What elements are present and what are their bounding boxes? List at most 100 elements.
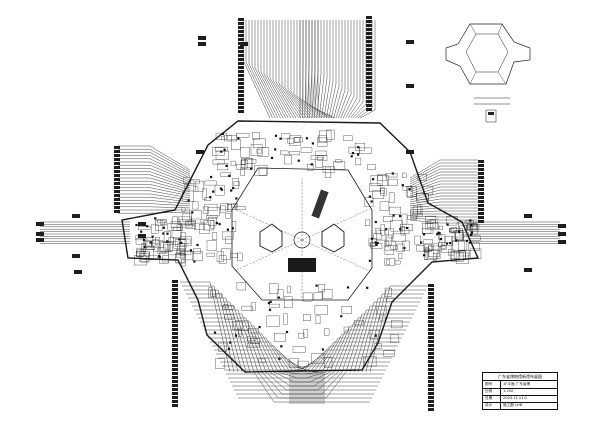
row-value: 1:200	[503, 389, 514, 393]
room-outline	[208, 217, 217, 226]
fixture-block	[215, 221, 218, 225]
annotation-tag	[478, 200, 484, 203]
leader-line	[196, 313, 263, 373]
leader-line	[118, 190, 191, 199]
fixture-block	[223, 148, 226, 151]
leader-line	[297, 357, 392, 373]
annotation-tag	[428, 400, 434, 403]
room-outline	[427, 220, 436, 228]
room-outline	[457, 250, 466, 260]
room-outline	[321, 289, 333, 299]
room-outline	[410, 209, 418, 218]
room-outline	[183, 176, 191, 185]
leader-line	[289, 365, 388, 373]
room-outline	[212, 159, 225, 165]
leader-line	[272, 20, 297, 119]
annotation-tag	[72, 254, 80, 258]
leader-line	[234, 371, 339, 391]
annotation-tag	[114, 166, 120, 169]
room-outline	[203, 220, 214, 231]
location-key-plan	[445, 23, 531, 85]
annotation-tag	[478, 168, 484, 171]
room-outline	[319, 130, 332, 142]
leader-line	[340, 20, 352, 119]
fixture-block	[408, 188, 411, 191]
room-outline	[230, 160, 236, 166]
room-outline	[369, 330, 380, 340]
fixture-block	[376, 241, 379, 245]
annotation-tag	[478, 160, 484, 163]
leader-line	[118, 152, 191, 175]
room-outline	[341, 306, 352, 314]
room-outline	[376, 230, 387, 241]
annotation-tag	[172, 304, 178, 307]
annotation-tag	[366, 100, 372, 103]
fixture-block	[279, 137, 282, 140]
annotation-tag	[238, 46, 244, 49]
annotation-tag	[428, 348, 434, 351]
leader-line	[409, 192, 478, 201]
leader-line	[409, 201, 478, 207]
room-outline	[387, 178, 398, 186]
room-outline	[394, 260, 401, 265]
annotation-tag	[366, 24, 372, 27]
annotation-tag	[478, 216, 484, 219]
fixture-block	[278, 357, 281, 360]
room-outline	[423, 185, 434, 195]
annotation-tag	[366, 56, 372, 59]
room-outline	[134, 255, 147, 266]
room-outline	[433, 253, 437, 261]
room-outline	[292, 346, 306, 353]
annotation-tag	[478, 192, 484, 195]
fixture-block	[305, 137, 308, 140]
room-outline	[379, 201, 390, 211]
leader-line	[409, 174, 478, 189]
leader-line	[118, 203, 191, 207]
room-outline	[388, 192, 395, 203]
fixture-block	[227, 347, 231, 350]
annotation-tag	[238, 74, 244, 77]
fixture-block	[439, 238, 442, 241]
fixture-block	[285, 330, 289, 334]
fixture-block	[229, 341, 232, 344]
room-outline	[300, 147, 313, 153]
annotation-tag	[478, 164, 484, 167]
fixture-block	[140, 230, 143, 233]
room-outline	[162, 255, 169, 263]
room-outline	[160, 219, 167, 225]
room-outline	[343, 326, 349, 333]
fixture-block	[196, 243, 199, 247]
leader-line	[409, 204, 478, 209]
annotation-tag	[172, 384, 178, 387]
leader-line	[290, 20, 312, 119]
annotation-tag	[114, 170, 120, 173]
annotation-tag	[238, 90, 244, 93]
annotation-tag	[428, 396, 434, 399]
annotation-tag	[114, 146, 120, 149]
fixture-block	[420, 241, 423, 244]
leader-line	[118, 174, 191, 189]
room-outline	[379, 315, 386, 321]
leader-line	[118, 196, 191, 203]
room-outline	[416, 193, 429, 203]
annotation-tag	[366, 84, 372, 87]
fixture-block	[226, 228, 229, 231]
annotation-tag	[172, 324, 178, 327]
annotation-tag	[366, 44, 372, 47]
annotation-tag	[366, 28, 372, 31]
leader-line	[309, 345, 398, 373]
leader-line	[118, 193, 191, 201]
fixture-block	[385, 228, 388, 231]
room-outline	[392, 233, 406, 242]
annotation-tag	[478, 180, 484, 183]
annotation-tag	[238, 110, 244, 113]
annotation-tag	[172, 312, 178, 315]
room-outline	[155, 219, 163, 231]
title-block-row: 日期 2003.11 v1.0	[483, 395, 557, 403]
room-outline	[280, 150, 289, 155]
leader-line	[182, 285, 235, 373]
leader-line	[257, 371, 372, 399]
room-outline	[385, 173, 398, 178]
annotation-tag	[238, 62, 244, 65]
